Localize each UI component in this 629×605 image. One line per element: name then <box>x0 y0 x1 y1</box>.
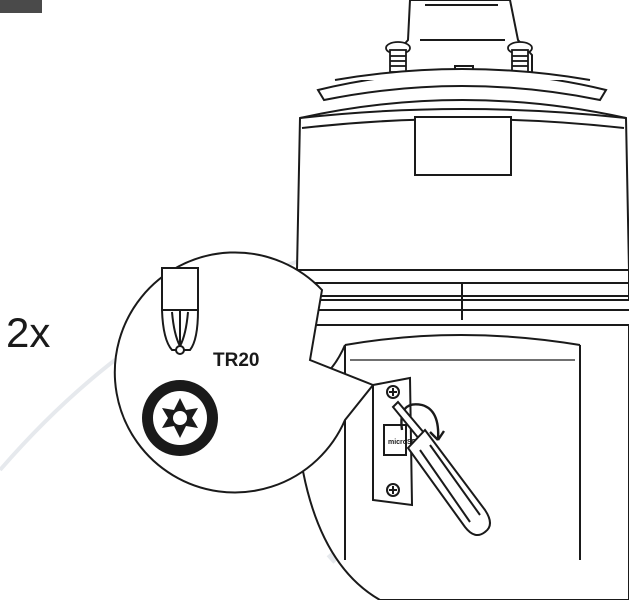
screwdriver-icon <box>391 400 491 537</box>
quantity-label: 2x <box>6 309 51 356</box>
mount-screw-left <box>385 41 411 73</box>
camera-dome <box>296 324 629 601</box>
torx-screwdriver-bit-icon <box>160 267 200 355</box>
torx-tr20-head-icon <box>142 380 218 456</box>
bit-size-label: TR20 <box>213 350 260 371</box>
corner-tab <box>0 0 42 13</box>
camera-housing <box>296 99 629 326</box>
mount-plate <box>316 68 608 102</box>
microsd-marking: microSD <box>388 439 417 446</box>
mount-screw-right <box>507 41 533 73</box>
